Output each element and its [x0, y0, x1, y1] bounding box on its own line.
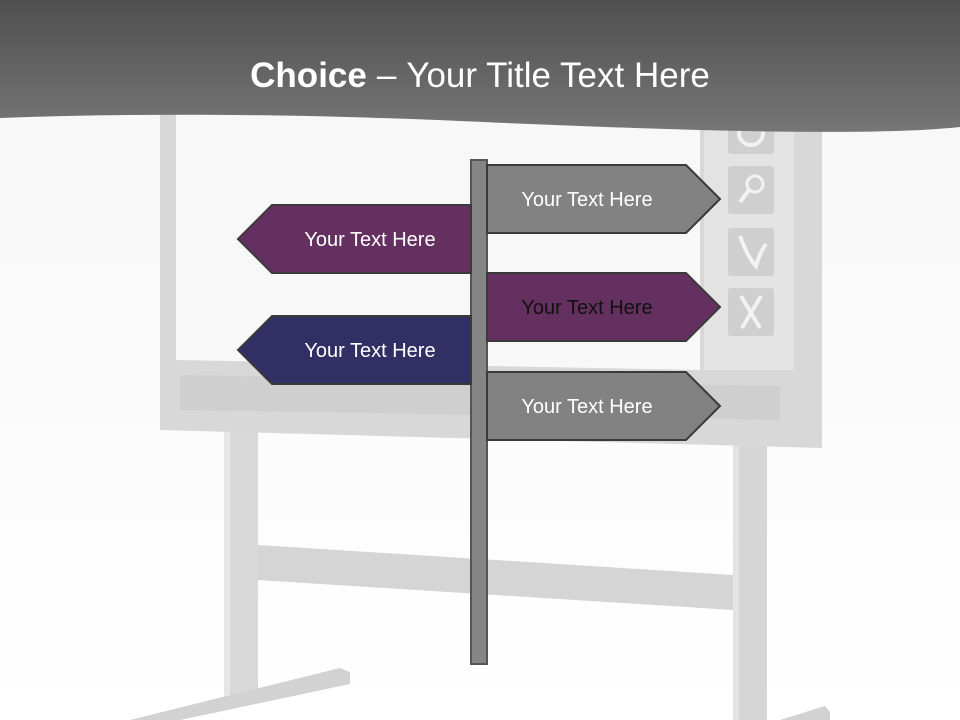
signpost-pole — [470, 159, 488, 665]
sign-arrow-5 — [486, 371, 722, 441]
magnifier-icon — [728, 166, 774, 214]
stand-foot-left — [130, 668, 350, 720]
sign-arrow-1 — [486, 164, 722, 234]
title-bold: Choice — [250, 56, 367, 95]
sign-arrow-3 — [486, 272, 722, 342]
title-text: Your Title Text Here — [406, 56, 710, 95]
header-band — [0, 0, 960, 132]
sign-label-1: Your Text Here — [521, 188, 653, 211]
sign-label-2: Your Text Here — [304, 228, 436, 251]
stand-crossbar — [258, 545, 733, 610]
stand-foot-right — [780, 706, 830, 720]
sign-arrow-4 — [236, 315, 472, 385]
title-separator: – — [376, 56, 397, 95]
sign-label-3: Your Text Here — [521, 296, 653, 319]
page-title: Choice – Your Title Text Here — [0, 52, 960, 100]
check-icon — [728, 228, 774, 276]
sign-label-4: Your Text Here — [304, 339, 436, 362]
signs — [236, 164, 722, 441]
sign-arrow-2 — [236, 204, 472, 274]
sign-label-5: Your Text Here — [521, 395, 653, 418]
x-icon — [728, 288, 774, 336]
